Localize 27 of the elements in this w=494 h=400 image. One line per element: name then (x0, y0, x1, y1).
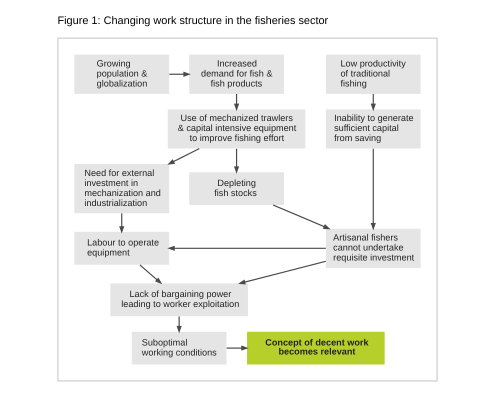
arrow (272, 204, 330, 230)
node-box: Lack of bargaining power leading to worker exploitation (110, 283, 248, 316)
node-box: Low productivity of traditional fishing (325, 54, 420, 94)
arrow (139, 264, 162, 284)
node-box: Labour to operate equipment (74, 232, 169, 265)
arrow (233, 94, 239, 112)
arrow (226, 346, 248, 351)
arrow (176, 316, 182, 334)
arrow (118, 213, 124, 234)
node-box: Growing population & globalization (74, 54, 169, 94)
node-box: Need for external investment in mechanization and industrialization (74, 164, 169, 214)
arrow (370, 148, 376, 230)
arrow (166, 148, 200, 165)
node-box: Use of mechanized trawlers & capital intensive equipment to improve fishing effort (167, 109, 305, 148)
node-box: Concept of decent work becomes relevant (246, 332, 384, 364)
arrow (168, 72, 190, 77)
node-box: Inability to generate sufficient capital from saving (325, 109, 420, 148)
arrow (370, 94, 376, 112)
node-box: Artisanal fishers cannot undertake requisite investment (325, 228, 420, 268)
node-box: Suboptimal working conditions (131, 332, 226, 364)
diagram-title: Figure 1: Changing work structure in the fisheries sector (56, 15, 328, 28)
node-box: Increased demand for fish & fish products (188, 54, 284, 94)
arrow (233, 148, 239, 174)
arrow (166, 246, 326, 251)
arrow (238, 260, 326, 284)
node-box: Depleting fish stocks (188, 172, 284, 206)
cluster (56, 38, 438, 382)
